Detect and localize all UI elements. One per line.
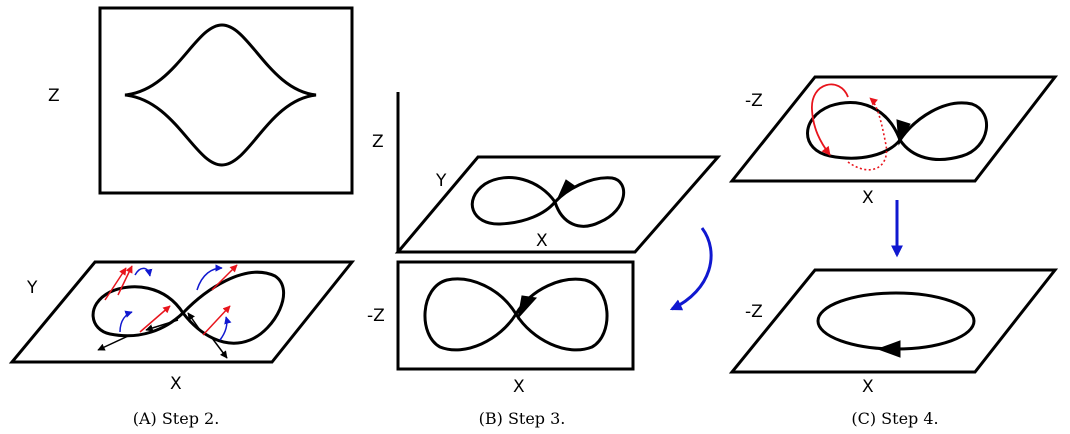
panel-b-bottom-direction-arrow: [517, 295, 537, 320]
panel-b-tilted-figure-eight: [470, 176, 626, 228]
panel-a-caption: (A) Step 2.: [133, 409, 220, 428]
panel-a-cusp-curve: [124, 23, 317, 167]
panel-a-red-arrow: [117, 265, 133, 296]
panel-c-caption: (C) Step 4.: [851, 409, 938, 428]
panel-a-plane: [8, 260, 356, 364]
panel-c-top-direction-arrow: [896, 119, 911, 146]
panel-c-bottom-direction-arrow: [876, 340, 901, 358]
panel-c-ellipse: [816, 291, 976, 351]
panel-a-black-arrow: [187, 312, 201, 331]
panel-a-blue-arrow: [119, 310, 133, 333]
panel-b-neg-z-label: -Z: [367, 306, 385, 326]
panel-a-x-label: X: [170, 374, 182, 394]
panel-c-top-plane: [728, 75, 1059, 183]
panel-a-black-arrow: [145, 319, 179, 332]
panel-b-blue-curved-arrow: [669, 227, 713, 311]
panel-b-plane: [394, 155, 722, 254]
panel-a-z-label: Z: [48, 86, 60, 106]
panel-c-top-x-label: X: [862, 188, 874, 208]
panel-b-bottom-frame: [396, 260, 635, 371]
panel-b-y-label: Y: [435, 171, 447, 191]
panel-c-bottom-plane: [728, 268, 1059, 374]
panel-c-top-neg-z-label: -Z: [745, 91, 763, 111]
panel-a-y-label: Y: [26, 278, 38, 298]
panel-b-z-label: Z: [372, 132, 384, 152]
panel-a-red-arrow: [211, 264, 238, 291]
panel-b: Z Y X -Z X (B) Step 3.: [367, 92, 722, 428]
panel-a-figure-eight: [91, 270, 286, 345]
panel-a-red-arrow: [202, 305, 231, 336]
panel-a: Z Y X (A) Step 2.: [8, 6, 356, 428]
panel-c: -Z X -Z X (C) Step 4.: [728, 75, 1059, 428]
panel-b-top-direction-arrow: [556, 179, 577, 200]
panel-b-figure-eight: [423, 277, 609, 352]
panel-a-red-arrow: [104, 267, 127, 301]
panel-c-red-dotted-arrow: [847, 97, 888, 171]
panel-c-red-solid-arrow: [811, 83, 849, 156]
panel-b-caption: (B) Step 3.: [479, 409, 566, 428]
panel-a-blue-arrow: [134, 267, 153, 277]
panel-a-black-arrow: [211, 337, 228, 359]
panel-c-bottom-x-label: X: [862, 377, 874, 397]
panel-a-black-arrow: [97, 335, 129, 351]
panel-a-blue-arrow: [196, 264, 223, 291]
panel-c-top-figure-eight: [806, 101, 988, 161]
panel-c-bottom-neg-z-label: -Z: [745, 302, 763, 322]
panel-a-top-frame: [98, 6, 354, 195]
panel-a-blue-arrow: [219, 316, 232, 341]
panel-a-red-arrow: [139, 305, 171, 333]
panel-b-bottom-x-label: X: [513, 377, 525, 397]
panel-b-plane-x-label: X: [536, 231, 548, 251]
